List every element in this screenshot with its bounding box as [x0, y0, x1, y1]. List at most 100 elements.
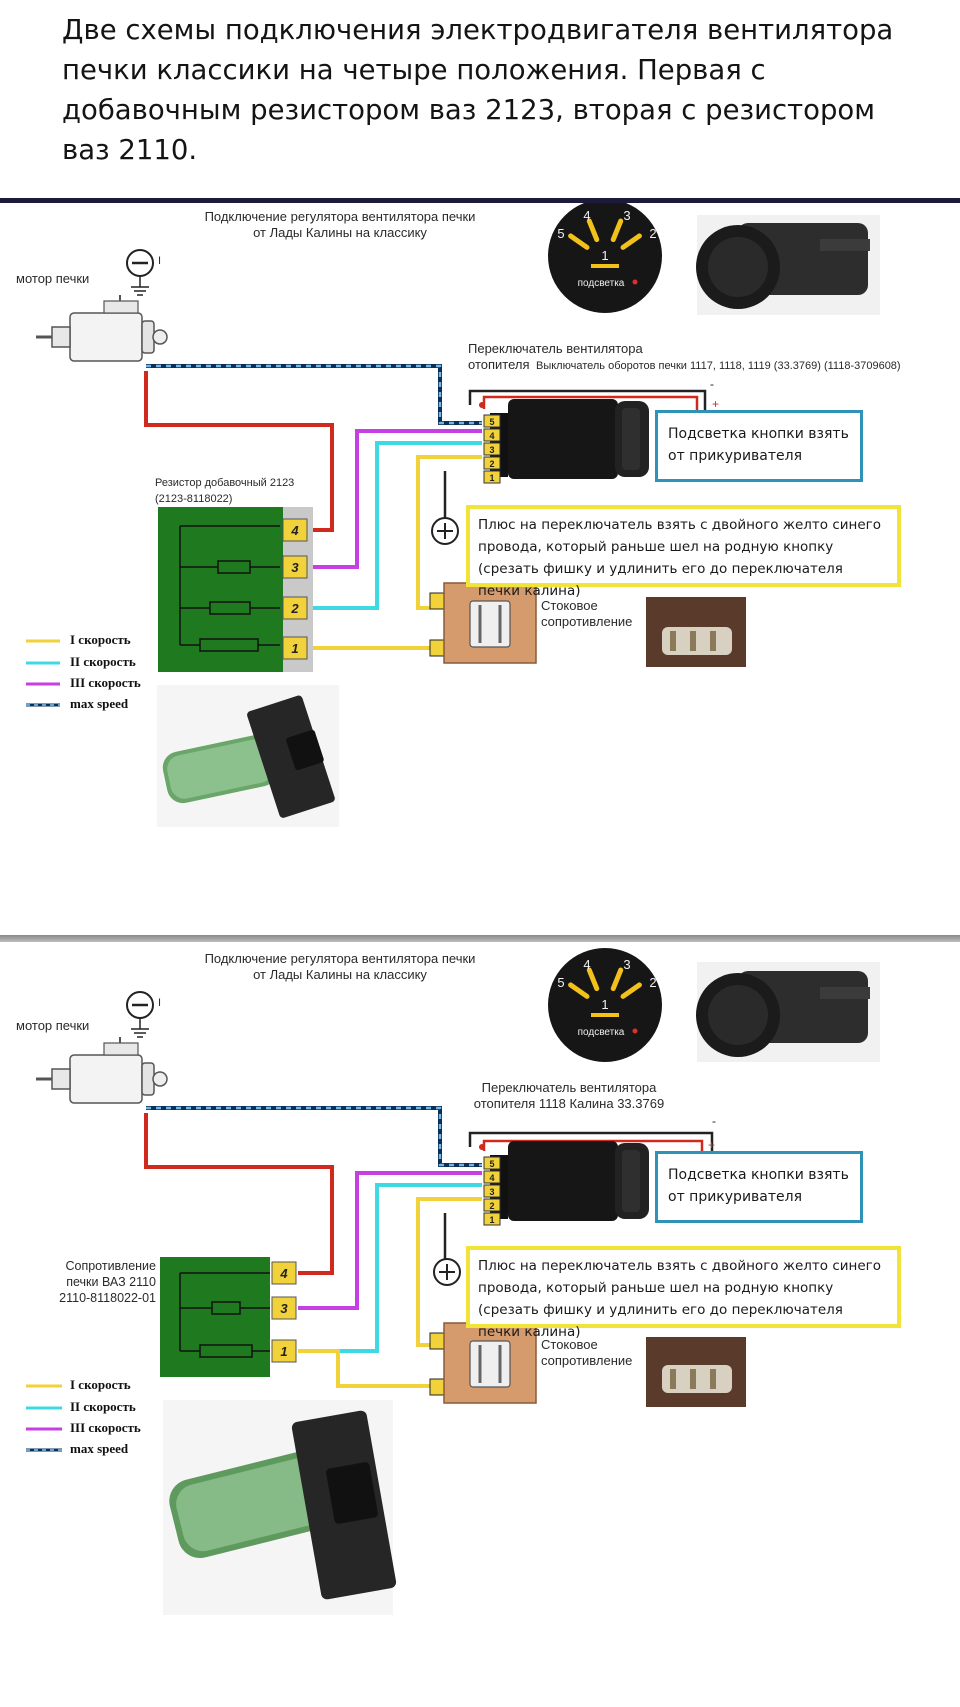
resistor-pin-number: 1 — [280, 1344, 287, 1359]
dial-led — [632, 1028, 638, 1034]
dial-tick — [620, 982, 642, 999]
stock-resistance — [429, 582, 537, 664]
ground-label: I — [158, 997, 162, 1009]
resistor-label: Резистор добавочный 2123 (2123-8118022) — [155, 477, 295, 505]
diagram-header: Подключение регулятора вентилятора печки… — [204, 951, 476, 982]
switch-pin-number: 2 — [489, 459, 494, 469]
resistor-pins: 4 3 2 1 — [282, 518, 308, 660]
resistor-pin-number: 3 — [280, 1301, 288, 1316]
ground-symbol — [126, 249, 154, 296]
dial-number: 5 — [557, 226, 564, 241]
dial-number: 3 — [623, 208, 630, 223]
diagram-2-canvas: - + 5 4 3 2 1 4 3 1 — [26, 948, 880, 1615]
resistor-label: Сопротивление печки ВАЗ 2110 2110-811802… — [59, 1259, 156, 1305]
diagram-1-canvas: - + 5 4 3 2 1 4 3 2 1 — [26, 203, 880, 827]
diagram-resistor-2110: - + 5 4 3 2 1 4 3 1 — [0, 945, 960, 1705]
stock-resistor-photo — [646, 597, 746, 667]
dial-led — [632, 279, 638, 285]
wire-max-speed — [146, 364, 482, 425]
ground-label: I — [158, 255, 162, 267]
switch-pin-number: 3 — [489, 1187, 494, 1197]
dial-number: 2 — [649, 226, 656, 241]
legend-lines — [26, 639, 60, 707]
resistor-pin-number: 3 — [291, 560, 299, 575]
resistor-photo — [157, 685, 339, 827]
backlight-note: Подсветка кнопки взять от прикуривателя — [655, 410, 863, 482]
wire-backlight-minus — [468, 1131, 714, 1157]
dial-number: 4 — [583, 957, 590, 972]
stock-resistance — [429, 1322, 537, 1404]
diagram-resistor-2123: - + 5 4 3 2 1 4 3 2 1 — [0, 203, 960, 923]
fan-switch — [490, 1141, 649, 1221]
motor-label: мотор печки — [16, 271, 90, 286]
dial-tick — [586, 218, 600, 243]
dial-number: 1 — [601, 248, 608, 263]
dial-number: 4 — [583, 208, 590, 223]
dial-number: 1 — [601, 997, 608, 1012]
switch-pin — [483, 470, 501, 484]
diagram-header: Подключение регулятора вентилятора печки… — [204, 209, 476, 240]
legend-speed-3: III скорость — [70, 1420, 141, 1435]
switch-pin — [483, 1184, 501, 1198]
switch-pin — [483, 1198, 501, 1212]
resistor-2123 — [158, 507, 313, 672]
switch-pin-number: 5 — [489, 417, 494, 427]
dial-tick — [620, 233, 642, 250]
switch-pin-number: 5 — [489, 1159, 494, 1169]
heater-motor — [36, 1037, 168, 1104]
resistor-pin — [282, 555, 308, 579]
switch-pin — [483, 1170, 501, 1184]
minus-mark: - — [710, 377, 714, 391]
resistor-pin-number: 1 — [291, 641, 298, 656]
dial-tick — [568, 982, 590, 999]
switch-title: Переключатель вентилятора отопителя 1118… — [473, 1080, 665, 1111]
dial-backlight-label: подсветка — [578, 1027, 625, 1038]
resistor-pin — [271, 1261, 297, 1285]
switch-pin-number: 3 — [489, 445, 494, 455]
dial-tick — [586, 967, 600, 992]
switch-pin — [483, 414, 501, 428]
resistor-pin-number: 4 — [290, 523, 299, 538]
wire-speed-1-switch — [416, 455, 482, 610]
minus-mark: - — [712, 1114, 716, 1128]
switch-pin — [483, 456, 501, 470]
dial-tick — [568, 233, 590, 250]
stock-label: Стоковое сопротивление — [541, 1337, 633, 1368]
switch-pin — [483, 428, 501, 442]
wire-speed-1-resistor — [298, 1349, 430, 1388]
wire-speed-2 — [305, 441, 482, 610]
resistor-pin — [282, 518, 308, 542]
plus-mark: + — [708, 1138, 715, 1152]
resistor-pin-number: 4 — [279, 1266, 288, 1281]
resistor-photo — [163, 1400, 397, 1615]
switch-title: Переключатель вентилятора отопителя — [468, 341, 643, 372]
wire-red-resistor-4 — [144, 371, 334, 532]
plus-mark: + — [712, 397, 719, 411]
dial-tick — [610, 218, 624, 243]
switch-photo — [696, 215, 880, 315]
legend-speed-1: I скорость — [70, 1377, 131, 1392]
plus-terminal — [431, 517, 459, 545]
stock-resistor-photo — [646, 1337, 746, 1407]
resistor-pins: 4 3 1 — [271, 1261, 297, 1363]
legend-lines — [26, 1384, 62, 1452]
plus-note: Плюс на переключатель взять с двойного ж… — [466, 1246, 901, 1340]
switch-pin — [483, 442, 501, 456]
wire-speed-3 — [305, 429, 482, 569]
plus-terminal — [433, 1258, 461, 1286]
ground-symbol — [126, 991, 154, 1038]
wire-red-resistor-4 — [144, 1113, 334, 1275]
wire-backlight-minus — [468, 389, 707, 415]
resistor-pin-number: 2 — [290, 601, 299, 616]
fan-switch — [490, 399, 649, 479]
resistor-pin — [282, 636, 308, 660]
switch-pin — [483, 1212, 501, 1226]
legend-speed-2: II скорость — [70, 654, 136, 669]
legend-speed-1: I скорость — [70, 632, 131, 647]
switch-pin-number: 2 — [489, 1201, 494, 1211]
stock-label: Стоковое сопротивление — [541, 598, 633, 629]
legend-speed-2: II скорость — [70, 1399, 136, 1414]
